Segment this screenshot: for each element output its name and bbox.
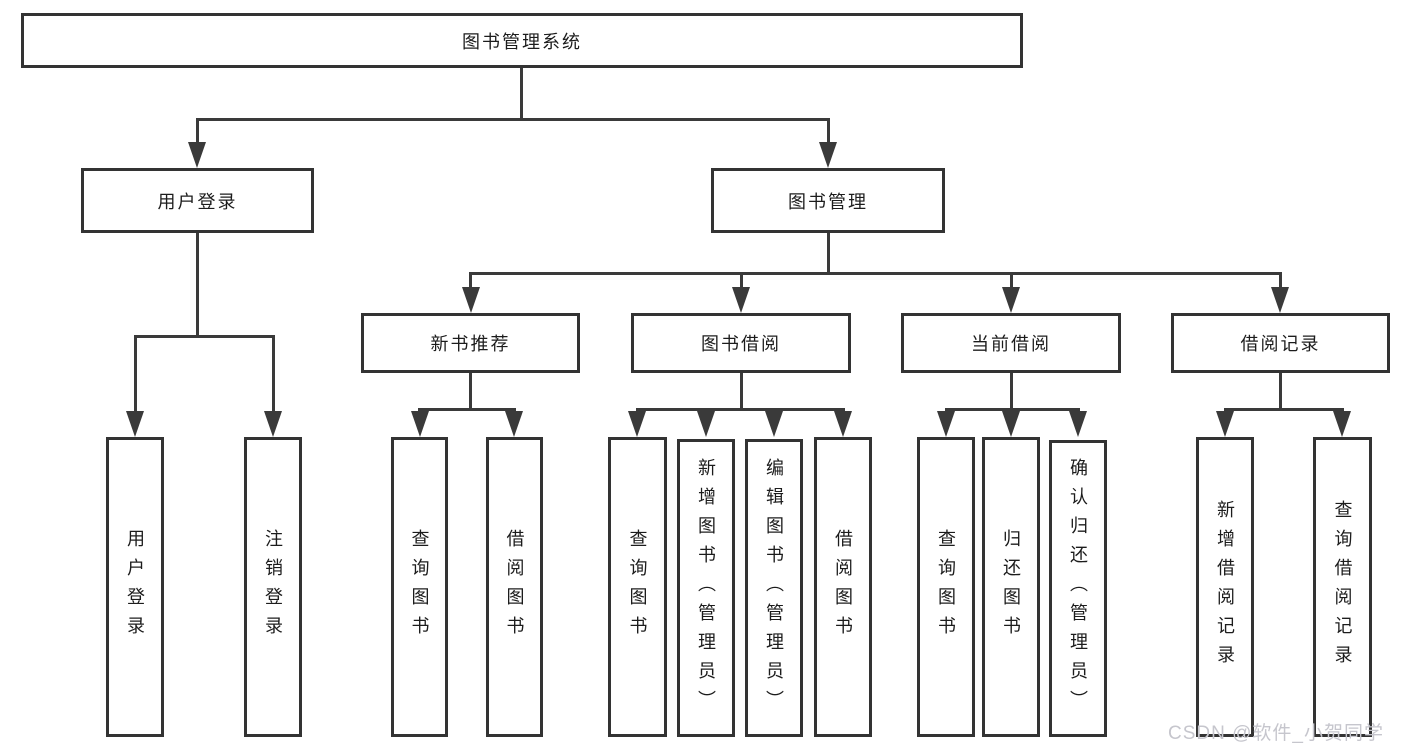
leaf-label: 归还图书	[1001, 529, 1021, 645]
leaf-label: 编辑图书（管理员）	[764, 457, 784, 719]
node-user-login: 用户登录	[81, 168, 314, 233]
connector-to-leaf-logout	[271, 335, 275, 413]
node-label: 用户登录	[157, 191, 238, 212]
connector-root-rail	[196, 118, 830, 121]
node-current-borrow: 当前借阅	[901, 313, 1121, 373]
leaf-bb-borrow-books: 借阅图书	[814, 437, 872, 737]
arrowhead-bb-query	[628, 411, 646, 437]
connector-to-book-borrow	[739, 272, 743, 289]
leaf-cb-query-books: 查询图书	[917, 437, 975, 737]
arrowhead-cb-query	[937, 411, 955, 437]
node-label: 图书借阅	[701, 334, 781, 354]
connector-current-borrow-stem	[1009, 373, 1013, 408]
leaf-nbr-borrow-books: 借阅图书	[486, 437, 543, 737]
arrowhead-borrow-records	[1271, 287, 1289, 313]
arrowhead-cb-return	[1002, 411, 1020, 437]
arrowhead-nbr-query	[411, 411, 429, 437]
connector-new-book-rec-stem	[469, 373, 472, 408]
arrowhead-bb-edit	[765, 411, 783, 437]
leaf-nbr-query-books: 查询图书	[391, 437, 448, 737]
connector-to-leaf-user-login	[133, 335, 137, 413]
connector-new-book-rec-rail	[418, 408, 516, 411]
connector-to-current-borrow	[1009, 272, 1013, 289]
node-label: 新书推荐	[430, 334, 511, 354]
node-root-library-system: 图书管理系统	[21, 13, 1023, 68]
arrowhead-new-book-rec	[461, 287, 480, 313]
connector-borrow-records-stem	[1278, 373, 1282, 408]
node-book-mgmt: 图书管理	[711, 168, 945, 233]
leaf-br-query-record: 查询借阅记录	[1313, 437, 1372, 737]
connector-to-borrow-records	[1278, 272, 1282, 289]
arrowhead-leaf-user-login	[126, 411, 144, 437]
arrowhead-nbr-borrow	[505, 411, 523, 437]
arrowhead-br-query	[1333, 411, 1351, 437]
node-borrow-records: 借阅记录	[1171, 313, 1390, 373]
connector-user-login-rail	[133, 335, 275, 338]
connector-current-borrow-rail	[944, 408, 1080, 411]
arrowhead-cb-confirm	[1069, 411, 1087, 437]
connector-root-to-book-mgmt	[826, 118, 830, 144]
leaf-label: 查询图书	[409, 529, 430, 645]
leaf-user-login: 用户登录	[106, 437, 164, 737]
node-new-book-rec: 新书推荐	[361, 313, 580, 373]
csdn-watermark: CSDN @软件_小贺同学	[1168, 723, 1384, 744]
node-label: 图书管理	[788, 191, 868, 212]
leaf-label: 新增图书（管理员）	[696, 457, 716, 719]
arrowhead-user-login	[188, 142, 206, 168]
leaf-br-add-record: 新增借阅记录	[1196, 437, 1254, 737]
node-label: 借阅记录	[1240, 334, 1321, 354]
connector-root-stem	[520, 68, 523, 118]
leaf-label: 查询图书	[936, 529, 956, 645]
arrowhead-bb-add	[697, 411, 715, 437]
leaf-label: 借阅图书	[504, 529, 525, 645]
connector-user-login-stem	[195, 233, 199, 335]
connector-book-borrow-stem	[739, 373, 743, 408]
leaf-cb-confirm-return: 确认归还（管理员）	[1049, 440, 1107, 737]
connector-book-mgmt-rail	[469, 272, 1282, 275]
connector-book-mgmt-stem	[826, 233, 830, 272]
leaf-cb-return-books: 归还图书	[982, 437, 1040, 737]
arrowhead-book-mgmt	[819, 142, 837, 168]
node-book-borrow: 图书借阅	[631, 313, 851, 373]
connector-book-borrow-rail	[635, 408, 845, 411]
arrowhead-book-borrow	[732, 287, 750, 313]
arrowhead-current-borrow	[1002, 287, 1020, 313]
leaf-logout: 注销登录	[244, 437, 302, 737]
arrowhead-br-add	[1216, 411, 1234, 437]
arrowhead-leaf-logout	[264, 411, 282, 437]
leaf-label: 确认归还（管理员）	[1068, 458, 1088, 719]
connector-root-to-user-login	[195, 118, 199, 144]
leaf-label: 用户登录	[125, 529, 145, 645]
node-label: 图书管理系统	[462, 31, 582, 52]
leaf-bb-add-books: 新增图书（管理员）	[677, 439, 735, 737]
node-label: 当前借阅	[971, 334, 1051, 354]
leaf-label: 新增借阅记录	[1215, 500, 1235, 674]
arrowhead-bb-borrow	[834, 411, 852, 437]
leaf-label: 查询借阅记录	[1332, 500, 1353, 674]
leaf-label: 查询图书	[627, 529, 648, 645]
leaf-bb-edit-books: 编辑图书（管理员）	[745, 439, 803, 737]
leaf-label: 注销登录	[263, 529, 283, 645]
connector-to-new-book-rec	[469, 272, 472, 289]
leaf-label: 借阅图书	[833, 529, 853, 645]
leaf-bb-query-books: 查询图书	[608, 437, 667, 737]
connector-borrow-records-rail	[1223, 408, 1344, 411]
